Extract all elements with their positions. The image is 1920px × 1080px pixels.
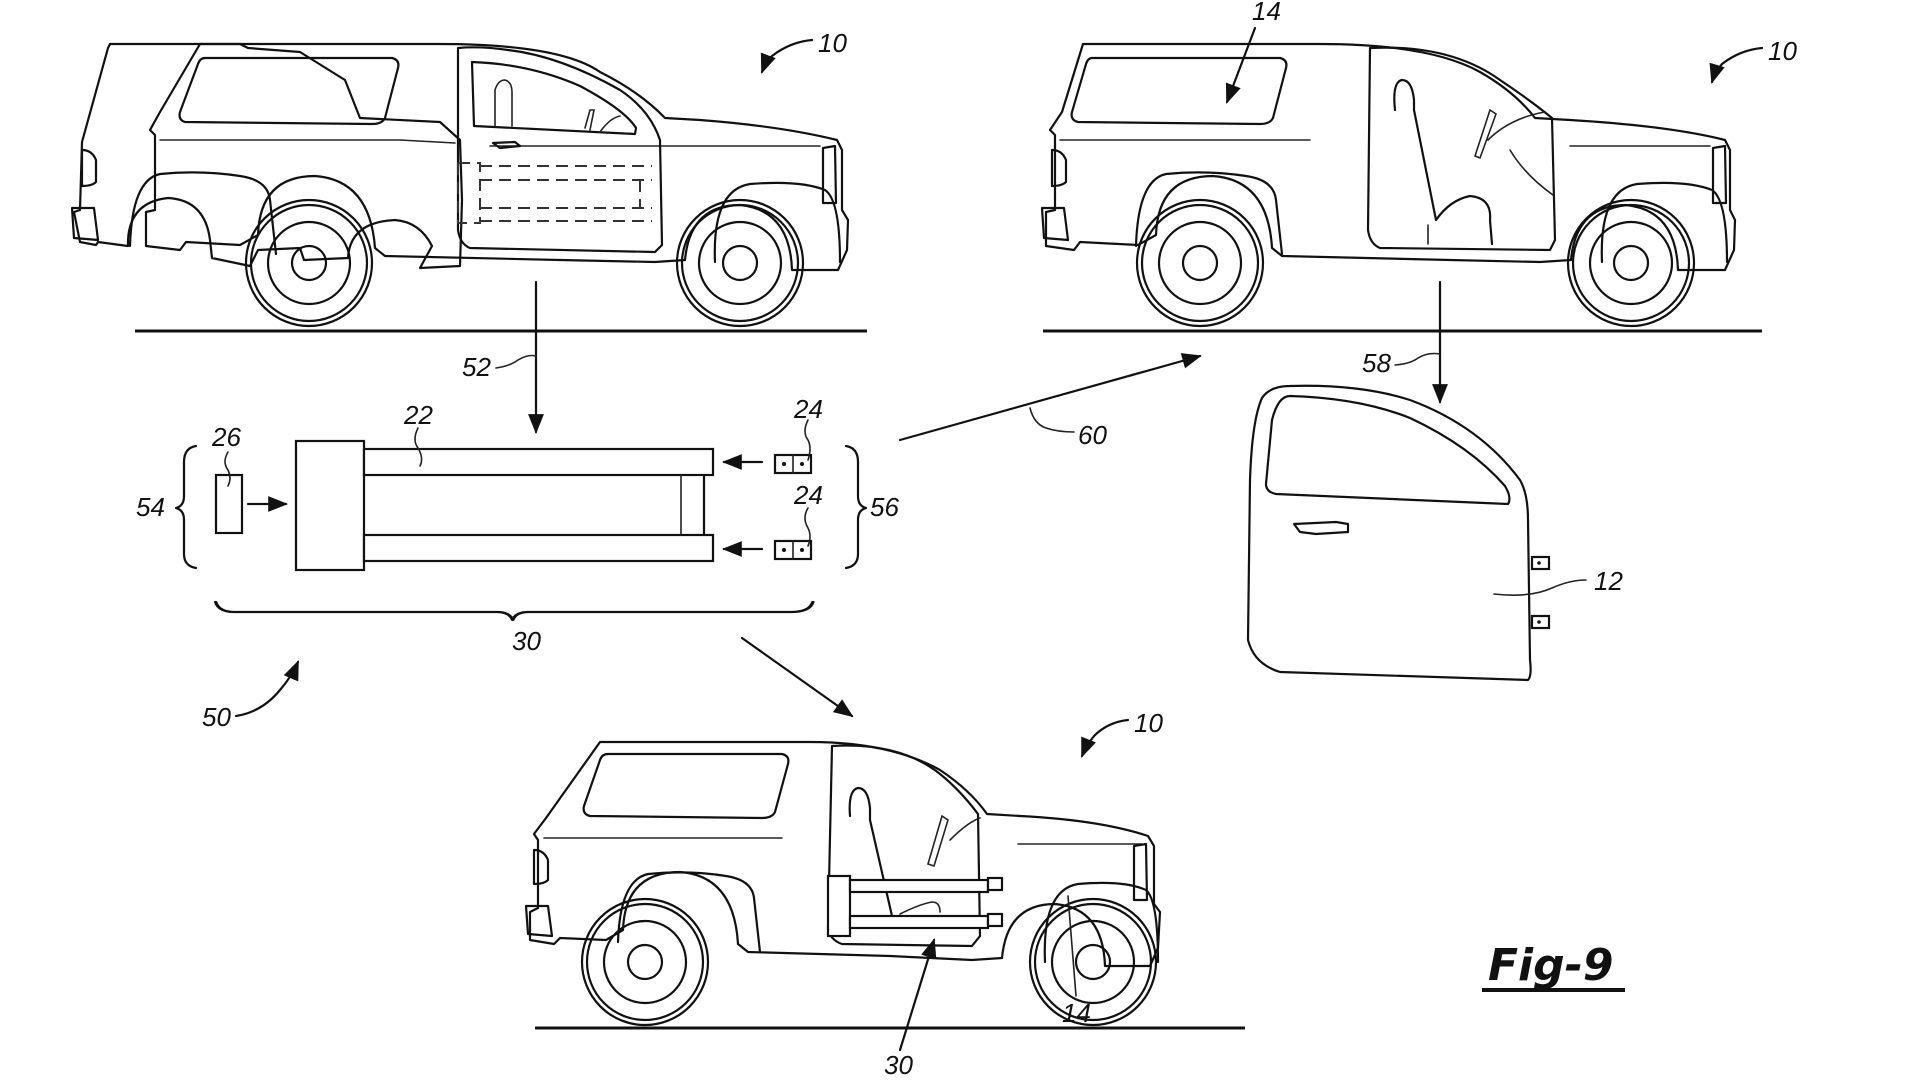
ref-22: 22: [403, 400, 433, 430]
door-outline: [1246, 384, 1532, 682]
leader-arrow-10-top-right: [1709, 46, 1764, 84]
ref-10-bottom: 10: [1134, 708, 1163, 738]
brace-56: [844, 444, 868, 570]
leader-arrow-10-bottom: [1080, 718, 1130, 758]
ref-30-kit: 30: [512, 626, 541, 656]
ref-30-bottom: 30: [884, 1050, 913, 1080]
leader-26: [224, 451, 231, 487]
leader-24-lower: [804, 507, 811, 547]
brace-54: [174, 444, 198, 570]
ref-56: 56: [870, 492, 899, 522]
arrow-60: [898, 353, 1202, 442]
installed-kit-upper-rail: [848, 878, 990, 894]
hinge-24-upper: [773, 453, 813, 475]
vehicle-with-door: [72, 42, 867, 333]
vehicle-body: [72, 42, 464, 270]
figure-title: Fig-9: [1488, 940, 1614, 991]
door-hinge-upper: [1530, 555, 1551, 571]
frame-lower-rail: [362, 533, 715, 563]
leader-arrow-10-top-left: [760, 38, 814, 74]
installed-hinge-lower: [986, 912, 1004, 928]
vehicle-1-detail: [70, 42, 850, 328]
ref-54: 54: [136, 492, 165, 522]
panel-26: [214, 473, 244, 535]
leader-arrow-50: [234, 660, 300, 718]
ref-58: 58: [1362, 348, 1391, 378]
ref-52: 52: [462, 352, 491, 382]
ref-14-top-right: 14: [1252, 0, 1281, 26]
installed-kit-lower-rail: [848, 914, 990, 930]
installed-hinge-upper: [986, 876, 1004, 892]
hinge-24-lower: [773, 539, 813, 561]
vehicle-door-removed: [1040, 42, 1762, 333]
leader-60: [1029, 407, 1075, 433]
door-hinge-lower: [1530, 614, 1551, 630]
conversion-kit: [174, 419, 868, 622]
frame-base-block: [294, 439, 366, 572]
brace-30: [213, 600, 815, 622]
ref-10-top-left: 10: [818, 28, 847, 58]
ref-10-top-right: 10: [1768, 36, 1797, 66]
frame-upper-rail: [362, 447, 715, 477]
leader-22: [414, 427, 423, 467]
leader-14-bottom: [1067, 895, 1077, 997]
leader-arrow-14: [1225, 26, 1257, 104]
door-window: [1264, 394, 1511, 506]
leader-58: [1394, 352, 1441, 366]
vehicle-with-kit-installed: [524, 740, 1245, 1030]
ref-26: 26: [211, 422, 241, 452]
ref-12: 12: [1594, 566, 1623, 596]
ref-50: 50: [202, 702, 231, 732]
ref-60: 60: [1078, 420, 1107, 450]
ref-14-bottom: 14: [1062, 998, 1091, 1028]
ref-24-upper: 24: [793, 394, 823, 424]
leader-arrow-30-bottom: [898, 938, 937, 1052]
ref-24-lower: 24: [793, 480, 823, 510]
leader-52: [495, 354, 537, 369]
installed-kit-base: [826, 874, 852, 938]
arrow-install-kit: [740, 636, 854, 718]
leader-24-upper: [804, 419, 811, 461]
door-handle: [1292, 520, 1350, 536]
leader-12: [1493, 579, 1587, 596]
removed-door: [1246, 384, 1587, 682]
